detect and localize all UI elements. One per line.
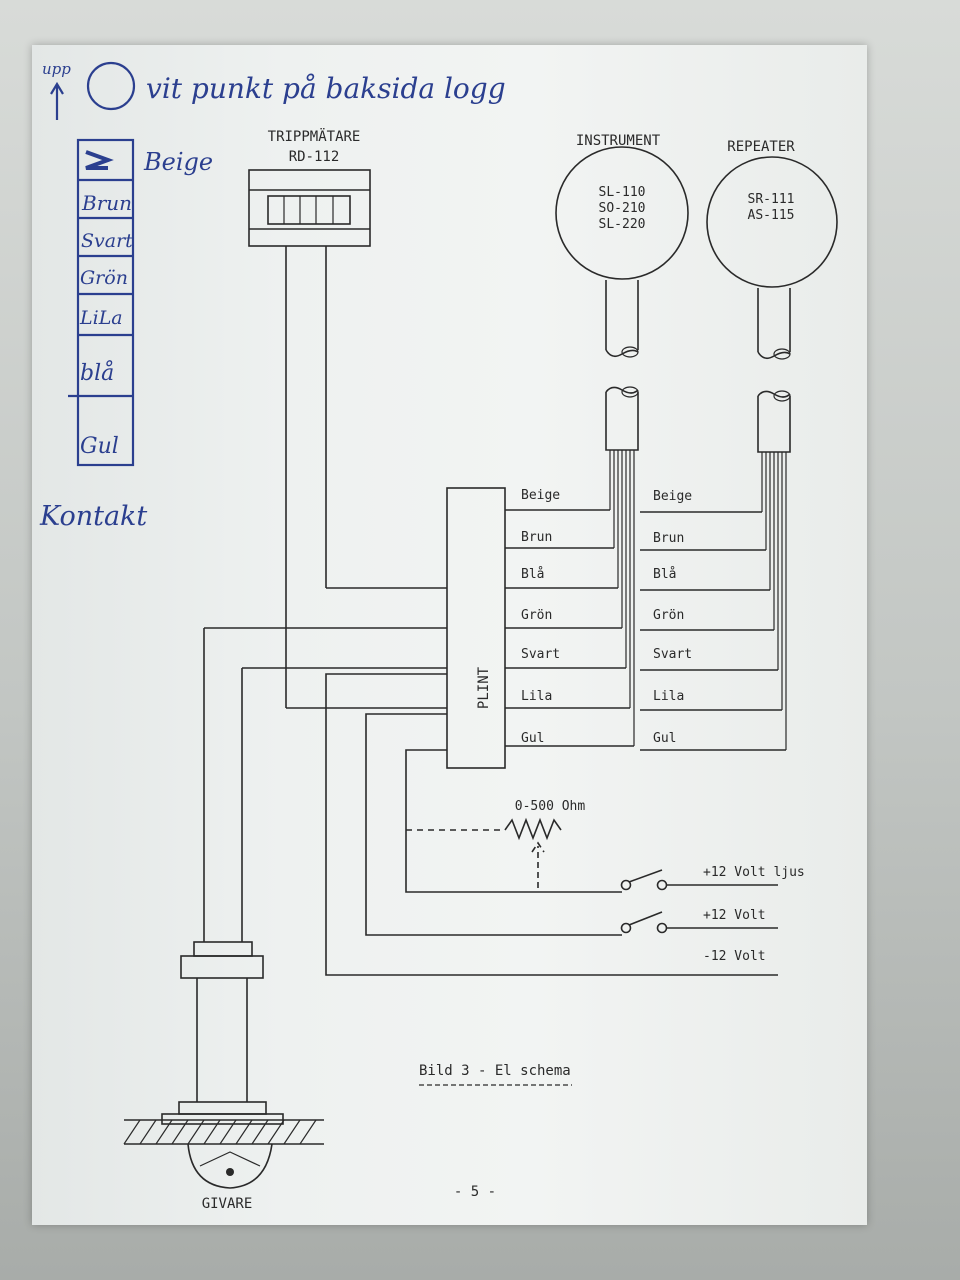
wire-left-6: Lila: [521, 689, 552, 704]
page-number: - 5 -: [454, 1184, 496, 1200]
wire-right-2: Brun: [653, 531, 684, 546]
instrument-gauge: [555, 146, 689, 451]
supply-minus: -12 Volt: [703, 949, 766, 964]
repeater-model-1: SR-111: [748, 192, 795, 207]
legend-bla: blå: [80, 359, 114, 386]
trippmatare-device: [248, 169, 371, 247]
wire-right-5: Svart: [653, 647, 692, 662]
terminal-wires: [203, 246, 787, 976]
wire-right-4: Grön: [653, 608, 684, 623]
legend-lila: LiLa: [79, 307, 123, 329]
plint-terminal-block: [446, 487, 506, 769]
givare-sensor: [123, 941, 324, 1189]
wire-left-4: Grön: [521, 608, 552, 623]
light-switch-icon: [620, 869, 778, 891]
supply-plus: +12 Volt: [703, 908, 766, 923]
legend-brun: Brun: [81, 191, 132, 215]
color-legend-box: [68, 138, 135, 467]
instrument-title: INSTRUMENT: [576, 133, 661, 149]
legend-svart: Svart: [81, 230, 133, 252]
instrument-model-3: SL-220: [599, 217, 646, 232]
wire-right-7: Gul: [653, 731, 676, 746]
kontakt-text: Kontakt: [39, 501, 147, 532]
wire-left-2: Brun: [521, 530, 552, 545]
trippmatare-title: TRIPPMÄTARE: [268, 127, 361, 145]
givare-label: GIVARE: [202, 1196, 253, 1212]
variable-resistor-icon: [406, 817, 562, 888]
repeater-title: REPEATER: [727, 139, 795, 155]
upp-text: upp: [42, 60, 71, 78]
up-arrow-icon: [50, 81, 64, 120]
wire-right-3: Blå: [653, 567, 676, 582]
legend-gron: Grön: [80, 267, 128, 289]
wire-left-3: Blå: [521, 567, 544, 582]
document-page: [32, 45, 867, 1225]
supply-light: +12 Volt ljus: [703, 865, 805, 880]
note-text: vit punkt på baksida logg: [146, 72, 506, 105]
legend-beige: Beige: [143, 148, 213, 176]
instrument-model-2: SO-210: [599, 201, 646, 216]
white-dot-circle-icon: [86, 61, 136, 111]
wire-right-6: Lila: [653, 689, 684, 704]
main-switch-icon: [620, 911, 778, 934]
wire-left-1: Beige: [521, 488, 560, 503]
legend-gul: Gul: [80, 434, 119, 459]
resistor-label: 0-500 Ohm: [515, 799, 586, 814]
plint-label: PLINT: [476, 666, 492, 709]
wire-left-7: Gul: [521, 731, 544, 746]
instrument-model-1: SL-110: [599, 185, 646, 200]
repeater-model-2: AS-115: [748, 208, 795, 223]
wire-right-1: Beige: [653, 489, 692, 504]
wire-left-5: Svart: [521, 647, 560, 662]
trippmatare-model: RD-112: [289, 149, 340, 165]
figure-caption: Bild 3 - El schema: [419, 1063, 571, 1079]
